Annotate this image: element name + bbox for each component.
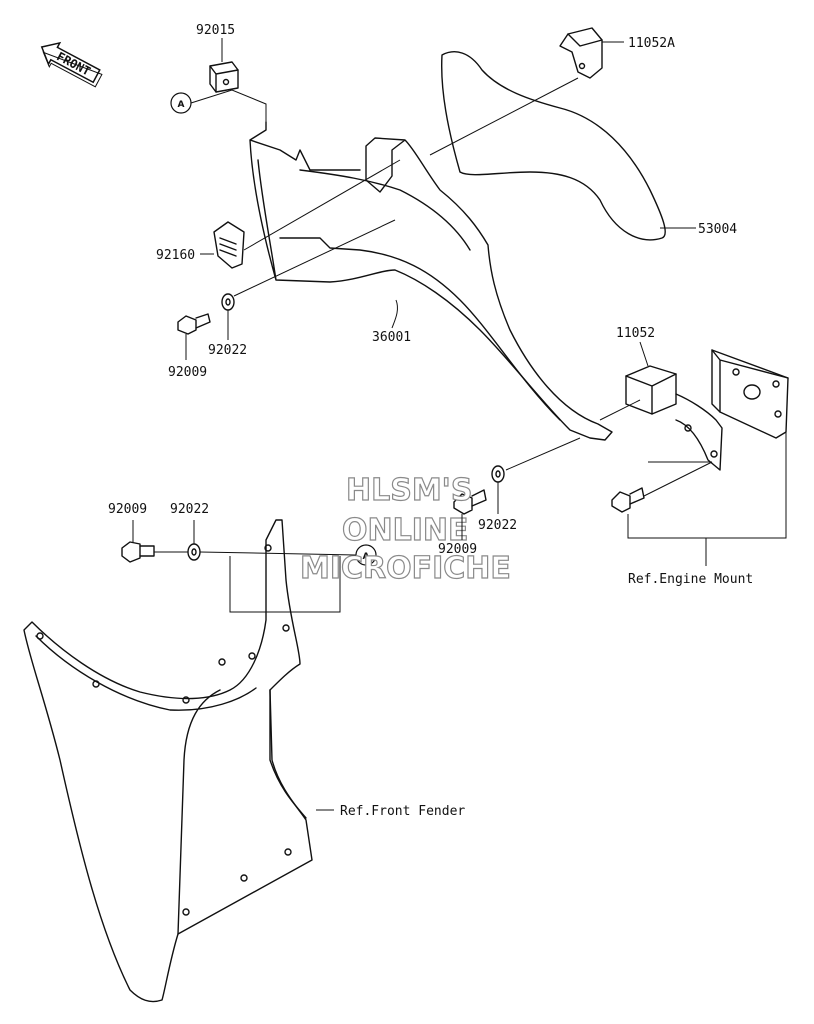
front-label: FRONT bbox=[54, 49, 92, 78]
front-fender-ref bbox=[23, 519, 313, 1003]
front-arrow-icon: FRONT bbox=[40, 41, 103, 88]
label-92022-c: 92022 bbox=[170, 502, 209, 517]
label-92160: 92160 bbox=[156, 248, 195, 263]
washer-92022-b bbox=[491, 465, 505, 483]
callout-a-top: A bbox=[170, 92, 192, 114]
label-11052a: 11052A bbox=[628, 36, 675, 51]
label-92009-a: 92009 bbox=[168, 365, 207, 380]
watermark-line1: HLSM'S bbox=[346, 473, 472, 508]
label-92015: 92015 bbox=[196, 23, 235, 38]
label-92009-b: 92009 bbox=[438, 542, 477, 557]
clip-92015 bbox=[209, 61, 239, 93]
label-92022-a: 92022 bbox=[208, 343, 247, 358]
grommet-92160 bbox=[213, 221, 245, 269]
washer-92022-c bbox=[187, 543, 201, 561]
label-ref-engine-mount: Ref.Engine Mount bbox=[628, 572, 753, 587]
bracket-11052 bbox=[625, 365, 723, 471]
label-11052: 11052 bbox=[616, 326, 655, 341]
front-fender-holes bbox=[36, 544, 292, 916]
callout-a-bottom: A bbox=[355, 544, 377, 566]
washer-92022-a bbox=[221, 293, 235, 311]
label-53004: 53004 bbox=[698, 222, 737, 237]
bolt-92009-b bbox=[453, 489, 487, 515]
watermark-line3: MICROFICHE bbox=[300, 551, 511, 586]
bracket-11052a bbox=[559, 27, 603, 79]
callout-a-top-letter: A bbox=[178, 100, 185, 110]
label-92022-b: 92022 bbox=[478, 518, 517, 533]
bolt-92009-a bbox=[177, 313, 211, 335]
label-36001: 36001 bbox=[372, 330, 411, 345]
callout-a-bottom-letter: A bbox=[363, 552, 370, 562]
bolt-92009-c bbox=[121, 541, 155, 563]
label-92009-c: 92009 bbox=[108, 502, 147, 517]
watermark: HLSM'S ONLINE MICROFICHE bbox=[299, 472, 511, 586]
front-fender-inner bbox=[35, 635, 307, 935]
bolt-engine-mount bbox=[611, 487, 645, 513]
guard-36001 bbox=[249, 121, 613, 441]
engine-mount-plate bbox=[711, 349, 789, 439]
guard-36001-inner bbox=[279, 169, 561, 421]
leader-lines bbox=[132, 38, 787, 811]
label-ref-front-fender: Ref.Front Fender bbox=[340, 804, 465, 819]
watermark-line2: ONLINE bbox=[342, 513, 469, 548]
side-cover-53004 bbox=[440, 51, 666, 241]
